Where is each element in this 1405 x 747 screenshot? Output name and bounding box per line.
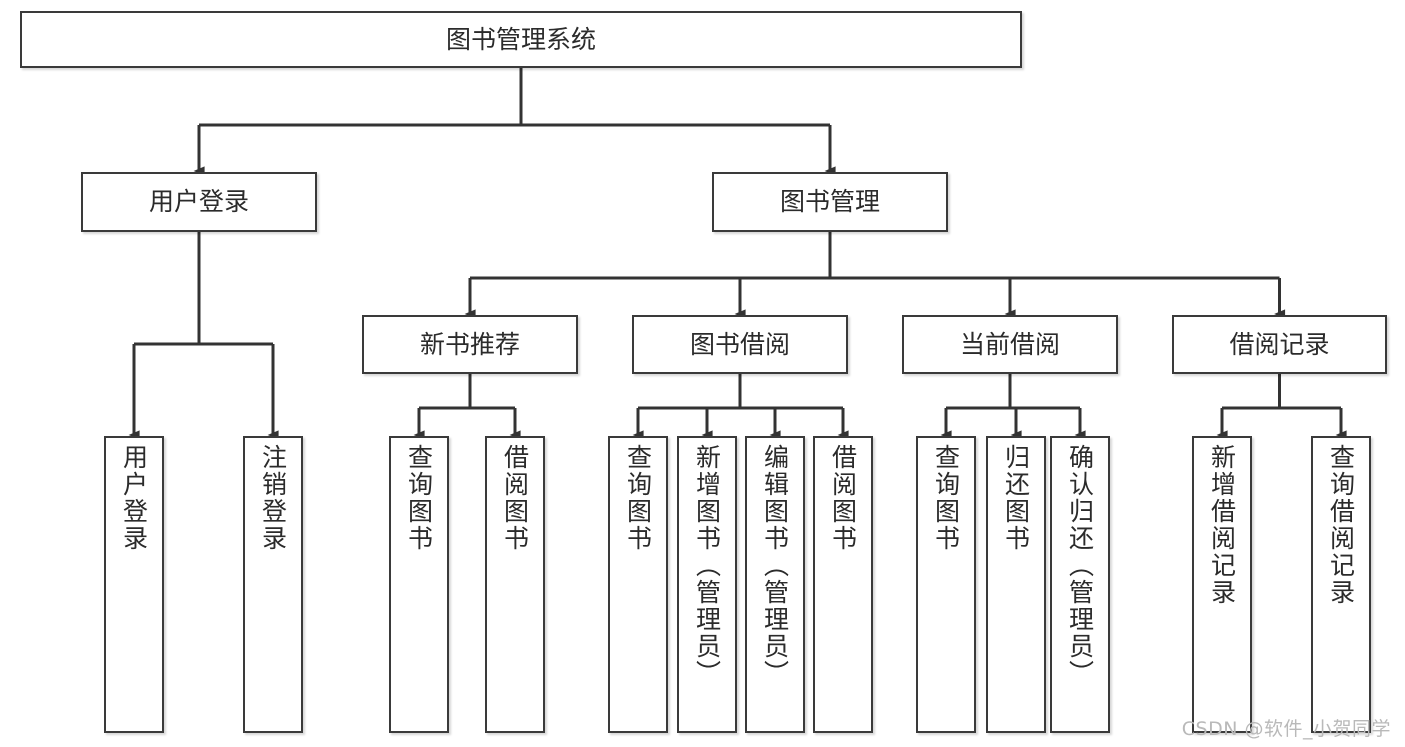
leaf-query-book-borrowing[interactable]: 查询图书 — [608, 436, 668, 733]
node-label: 确认归还（管理员） — [1065, 444, 1095, 687]
leaf-user-login[interactable]: 用户登录 — [104, 436, 164, 733]
leaf-return-book[interactable]: 归还图书 — [986, 436, 1046, 733]
node-label: 借阅记录 — [1229, 329, 1330, 359]
node-label: 当前借阅 — [959, 329, 1060, 359]
node-label: 图书管理系统 — [445, 24, 596, 54]
leaf-borrow-book-borrowing[interactable]: 借阅图书 — [813, 436, 873, 733]
node-label: 新增图书（管理员） — [692, 444, 722, 687]
node-label: 新增借阅记录 — [1207, 444, 1237, 606]
node-label: 图书管理 — [779, 187, 880, 216]
node-label: 借阅图书 — [500, 444, 530, 552]
node-user-login-module[interactable]: 用户登录 — [81, 172, 317, 232]
node-book-borrowing[interactable]: 图书借阅 — [632, 315, 848, 374]
node-borrowing-records[interactable]: 借阅记录 — [1172, 315, 1387, 374]
node-book-management-module[interactable]: 图书管理 — [712, 172, 948, 232]
node-label: 注销登录 — [258, 444, 288, 552]
node-current-borrowing[interactable]: 当前借阅 — [902, 315, 1118, 374]
node-label: 归还图书 — [1001, 444, 1031, 552]
node-label: 查询图书 — [623, 444, 653, 552]
node-label: 查询图书 — [931, 444, 961, 552]
leaf-query-book-recommendation[interactable]: 查询图书 — [389, 436, 449, 733]
leaf-confirm-return-admin[interactable]: 确认归还（管理员） — [1050, 436, 1110, 733]
leaf-query-borrowing-record[interactable]: 查询借阅记录 — [1311, 436, 1371, 733]
node-label: 新书推荐 — [419, 329, 520, 359]
node-root[interactable]: 图书管理系统 — [20, 11, 1022, 68]
leaf-add-borrowing-record[interactable]: 新增借阅记录 — [1192, 436, 1252, 733]
leaf-edit-book-admin[interactable]: 编辑图书（管理员） — [745, 436, 805, 733]
leaf-logout[interactable]: 注销登录 — [243, 436, 303, 733]
watermark-text: CSDN @软件_小贺同学 — [1181, 718, 1391, 740]
node-label: 编辑图书（管理员） — [760, 444, 790, 687]
node-label: 借阅图书 — [828, 444, 858, 552]
node-label: 用户登录 — [148, 187, 249, 216]
leaf-add-book-admin[interactable]: 新增图书（管理员） — [677, 436, 737, 733]
leaf-query-book-current[interactable]: 查询图书 — [916, 436, 976, 733]
node-label: 查询借阅记录 — [1326, 444, 1356, 606]
node-label: 查询图书 — [404, 444, 434, 552]
leaf-borrow-book-recommendation[interactable]: 借阅图书 — [485, 436, 545, 733]
node-label: 用户登录 — [119, 444, 149, 552]
node-new-book-recommendation[interactable]: 新书推荐 — [362, 315, 578, 374]
node-label: 图书借阅 — [689, 329, 790, 359]
